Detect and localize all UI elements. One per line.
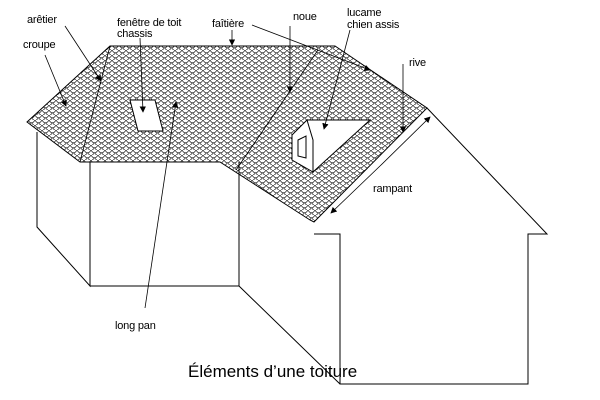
arrow-long-pan — [144, 101, 179, 309]
arrow-aretier — [64, 25, 102, 82]
label-noue: noue — [293, 11, 317, 23]
gable-wall — [314, 107, 549, 385]
label-aretier: arêtier — [27, 14, 57, 26]
label-croupe: croupe — [23, 39, 56, 51]
label-fenetre-2: chassis — [117, 28, 153, 40]
roof-window — [129, 99, 164, 132]
arrow-croupe — [44, 54, 67, 107]
diagram-title: Éléments d’une toiture — [188, 362, 358, 381]
label-rive: rive — [409, 57, 426, 69]
arrow-lucarne — [322, 29, 351, 130]
label-lucarne-2: chien assis — [347, 19, 400, 31]
hip-line — [79, 45, 111, 163]
roof — [26, 45, 428, 223]
label-fenetre-1: fenêtre de toit — [117, 17, 182, 29]
side-wall — [238, 285, 341, 385]
arrow-rampant-up — [379, 116, 431, 167]
label-faitiere: faîtière — [212, 18, 245, 30]
arrow-rampant-down — [330, 165, 381, 214]
front-wall — [89, 162, 240, 287]
dormer — [291, 119, 372, 174]
arrow-fenetre — [139, 37, 146, 113]
valley-line — [235, 49, 319, 171]
label-lucarne-1: lucame — [347, 7, 382, 19]
label-rampant: rampant — [373, 183, 412, 195]
arrow-faitiere-2 — [251, 24, 371, 71]
label-long-pan: long pan — [115, 320, 156, 332]
